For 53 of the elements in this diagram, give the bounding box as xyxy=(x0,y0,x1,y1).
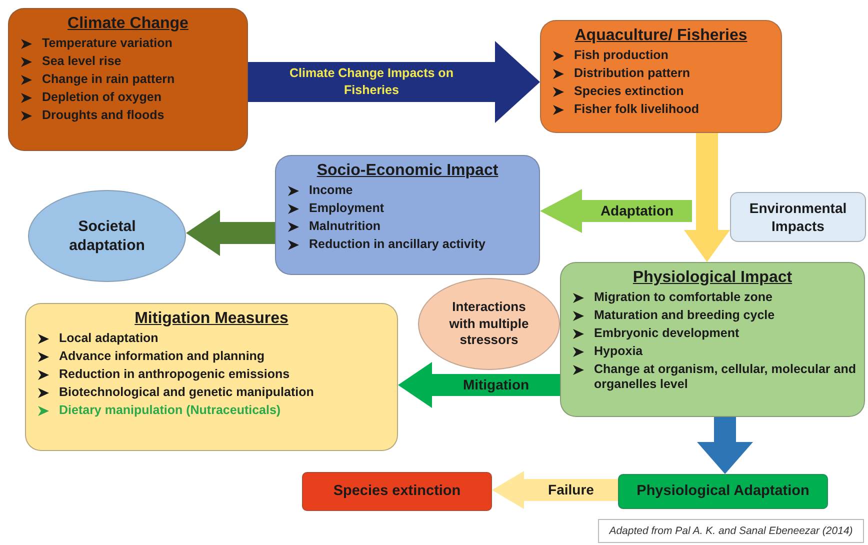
list-item: Dietary manipulation (Nutraceuticals) xyxy=(59,403,282,418)
list-item: Malnutrition xyxy=(309,219,382,234)
list-item: Depletion of oxygen xyxy=(42,90,162,105)
process-box xyxy=(730,192,866,242)
fisheries-card xyxy=(540,20,782,133)
node-text: Physiological Adaptation xyxy=(636,482,810,501)
source-note: Adapted from Pal A. K. and Sanal Ebeneezar (2014) xyxy=(598,519,864,543)
list-item: Fish production xyxy=(574,48,670,63)
list-item: Embryonic development xyxy=(594,326,740,341)
block-arrow xyxy=(684,133,730,262)
list-item: Maturation and breeding cycle xyxy=(594,308,776,323)
list-item: Local adaptation xyxy=(59,331,160,346)
card-heading: Climate Change xyxy=(68,15,188,33)
node-text: Societal adaptation xyxy=(68,216,146,256)
list-item: Reduction in ancillary activity xyxy=(309,237,486,252)
list-item: Reduction in anthropogenic emissions xyxy=(59,367,291,382)
edge-label: Failure xyxy=(548,482,594,498)
edge-label: Climate Change Impacts on Fisheries xyxy=(288,65,454,99)
list-item: Fisher folk livelihood xyxy=(574,102,700,117)
list-item: Change at organism, cellular, molecular and organelles level xyxy=(594,362,856,392)
list-item: Change in rain pattern xyxy=(42,72,176,87)
impact-card xyxy=(560,262,865,417)
card-heading: Aquaculture/ Fisheries xyxy=(574,27,748,45)
block-arrow xyxy=(398,362,560,408)
list-item: Distribution pattern xyxy=(574,66,691,81)
list-item: Sea level rise xyxy=(42,54,122,69)
list-item: Employment xyxy=(309,201,386,216)
list-item: Species extinction xyxy=(574,84,685,99)
edge-label: Mitigation xyxy=(462,376,530,394)
process-box xyxy=(302,472,492,511)
block-arrow xyxy=(492,471,618,509)
node-text: Interactions with multiple stressors xyxy=(448,298,530,350)
list-item: Biotechnological and genetic manipulation xyxy=(59,385,315,400)
node-text: Environmental Impacts xyxy=(748,198,848,236)
block-arrow xyxy=(540,189,692,233)
list-item: Income xyxy=(309,183,354,198)
card-heading: Mitigation Measures xyxy=(134,310,288,328)
climate-card xyxy=(8,8,248,151)
measures-card xyxy=(25,303,398,451)
node-text: Species extinction xyxy=(332,482,462,501)
list-item: Droughts and floods xyxy=(42,108,166,123)
edge-label: Adaptation xyxy=(600,202,674,220)
list-item: Migration to comfortable zone xyxy=(594,290,774,305)
card-heading: Socio-Economic Impact xyxy=(316,162,498,180)
block-arrow xyxy=(248,41,540,123)
process-box xyxy=(618,474,828,509)
block-arrow xyxy=(697,417,753,474)
list-item: Temperature variation xyxy=(42,36,174,51)
list-item: Hypoxia xyxy=(594,344,644,359)
block-arrow xyxy=(186,210,275,256)
list-item: Advance information and planning xyxy=(59,349,266,364)
card-heading: Physiological Impact xyxy=(632,269,792,287)
impact-card xyxy=(275,155,540,275)
